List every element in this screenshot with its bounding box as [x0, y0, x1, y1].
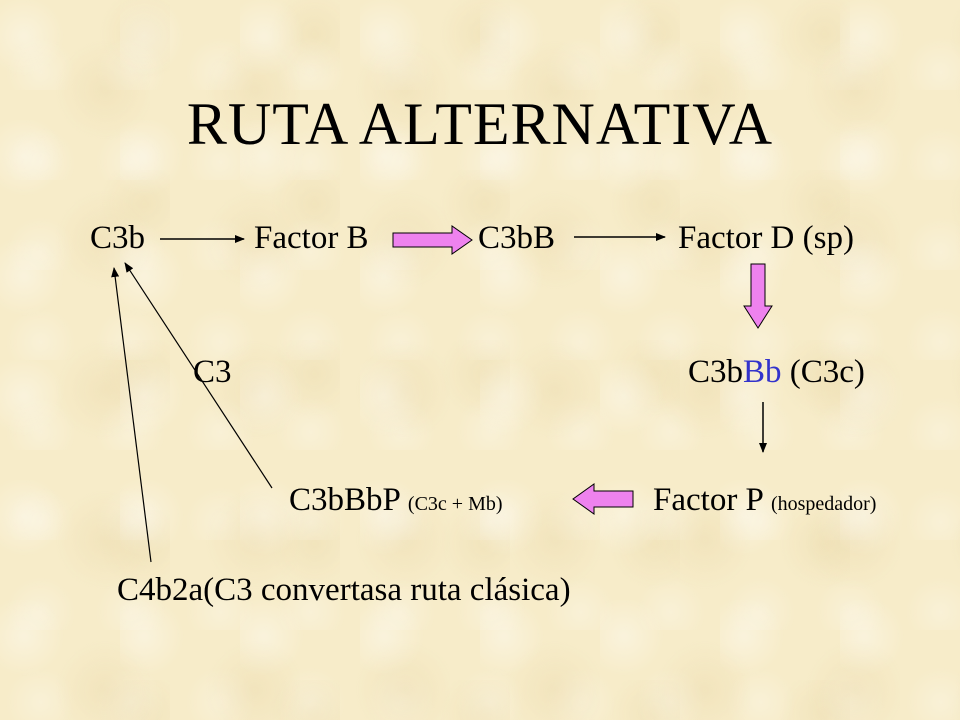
node-c3bb: C3bB — [478, 220, 556, 256]
node-c3bbb: C3bBb (C3c) — [688, 352, 865, 392]
block-arrow-factor-p-to-c3bbbp — [572, 483, 634, 515]
node-factor-p-main: Factor P — [653, 482, 763, 518]
node-factor-b: Factor B — [254, 220, 369, 256]
node-c3bbb-suffix: (C3c) — [781, 354, 865, 390]
node-c3bbb-prefix: C3b — [688, 354, 744, 390]
node-c3bbbp-main: C3bBbP — [289, 482, 400, 518]
arrow-c4b2a-to-c3b — [111, 267, 152, 563]
node-factor-p: Factor P (hospedador) — [653, 480, 876, 524]
block-arrow-factor-d-to-c3bbb — [743, 263, 773, 329]
slide-title: RUTA ALTERNATIVA — [186, 91, 774, 157]
node-factor-p-note: (hospedador) — [770, 493, 877, 515]
node-c3bbbp-note: (C3c + Mb) — [407, 493, 503, 515]
node-c3bbbp: C3bBbP (C3c + Mb) — [289, 480, 503, 524]
block-arrow-factor-b-to-c3bb — [392, 225, 473, 255]
node-c3bbb-blue: Bb — [743, 354, 782, 390]
node-c3: C3 — [193, 354, 232, 390]
node-c3b: C3b — [90, 220, 146, 256]
node-c4b2a: C4b2a(C3 convertasa ruta clásica) — [117, 572, 571, 608]
node-factor-d: Factor D (sp) — [678, 220, 854, 256]
